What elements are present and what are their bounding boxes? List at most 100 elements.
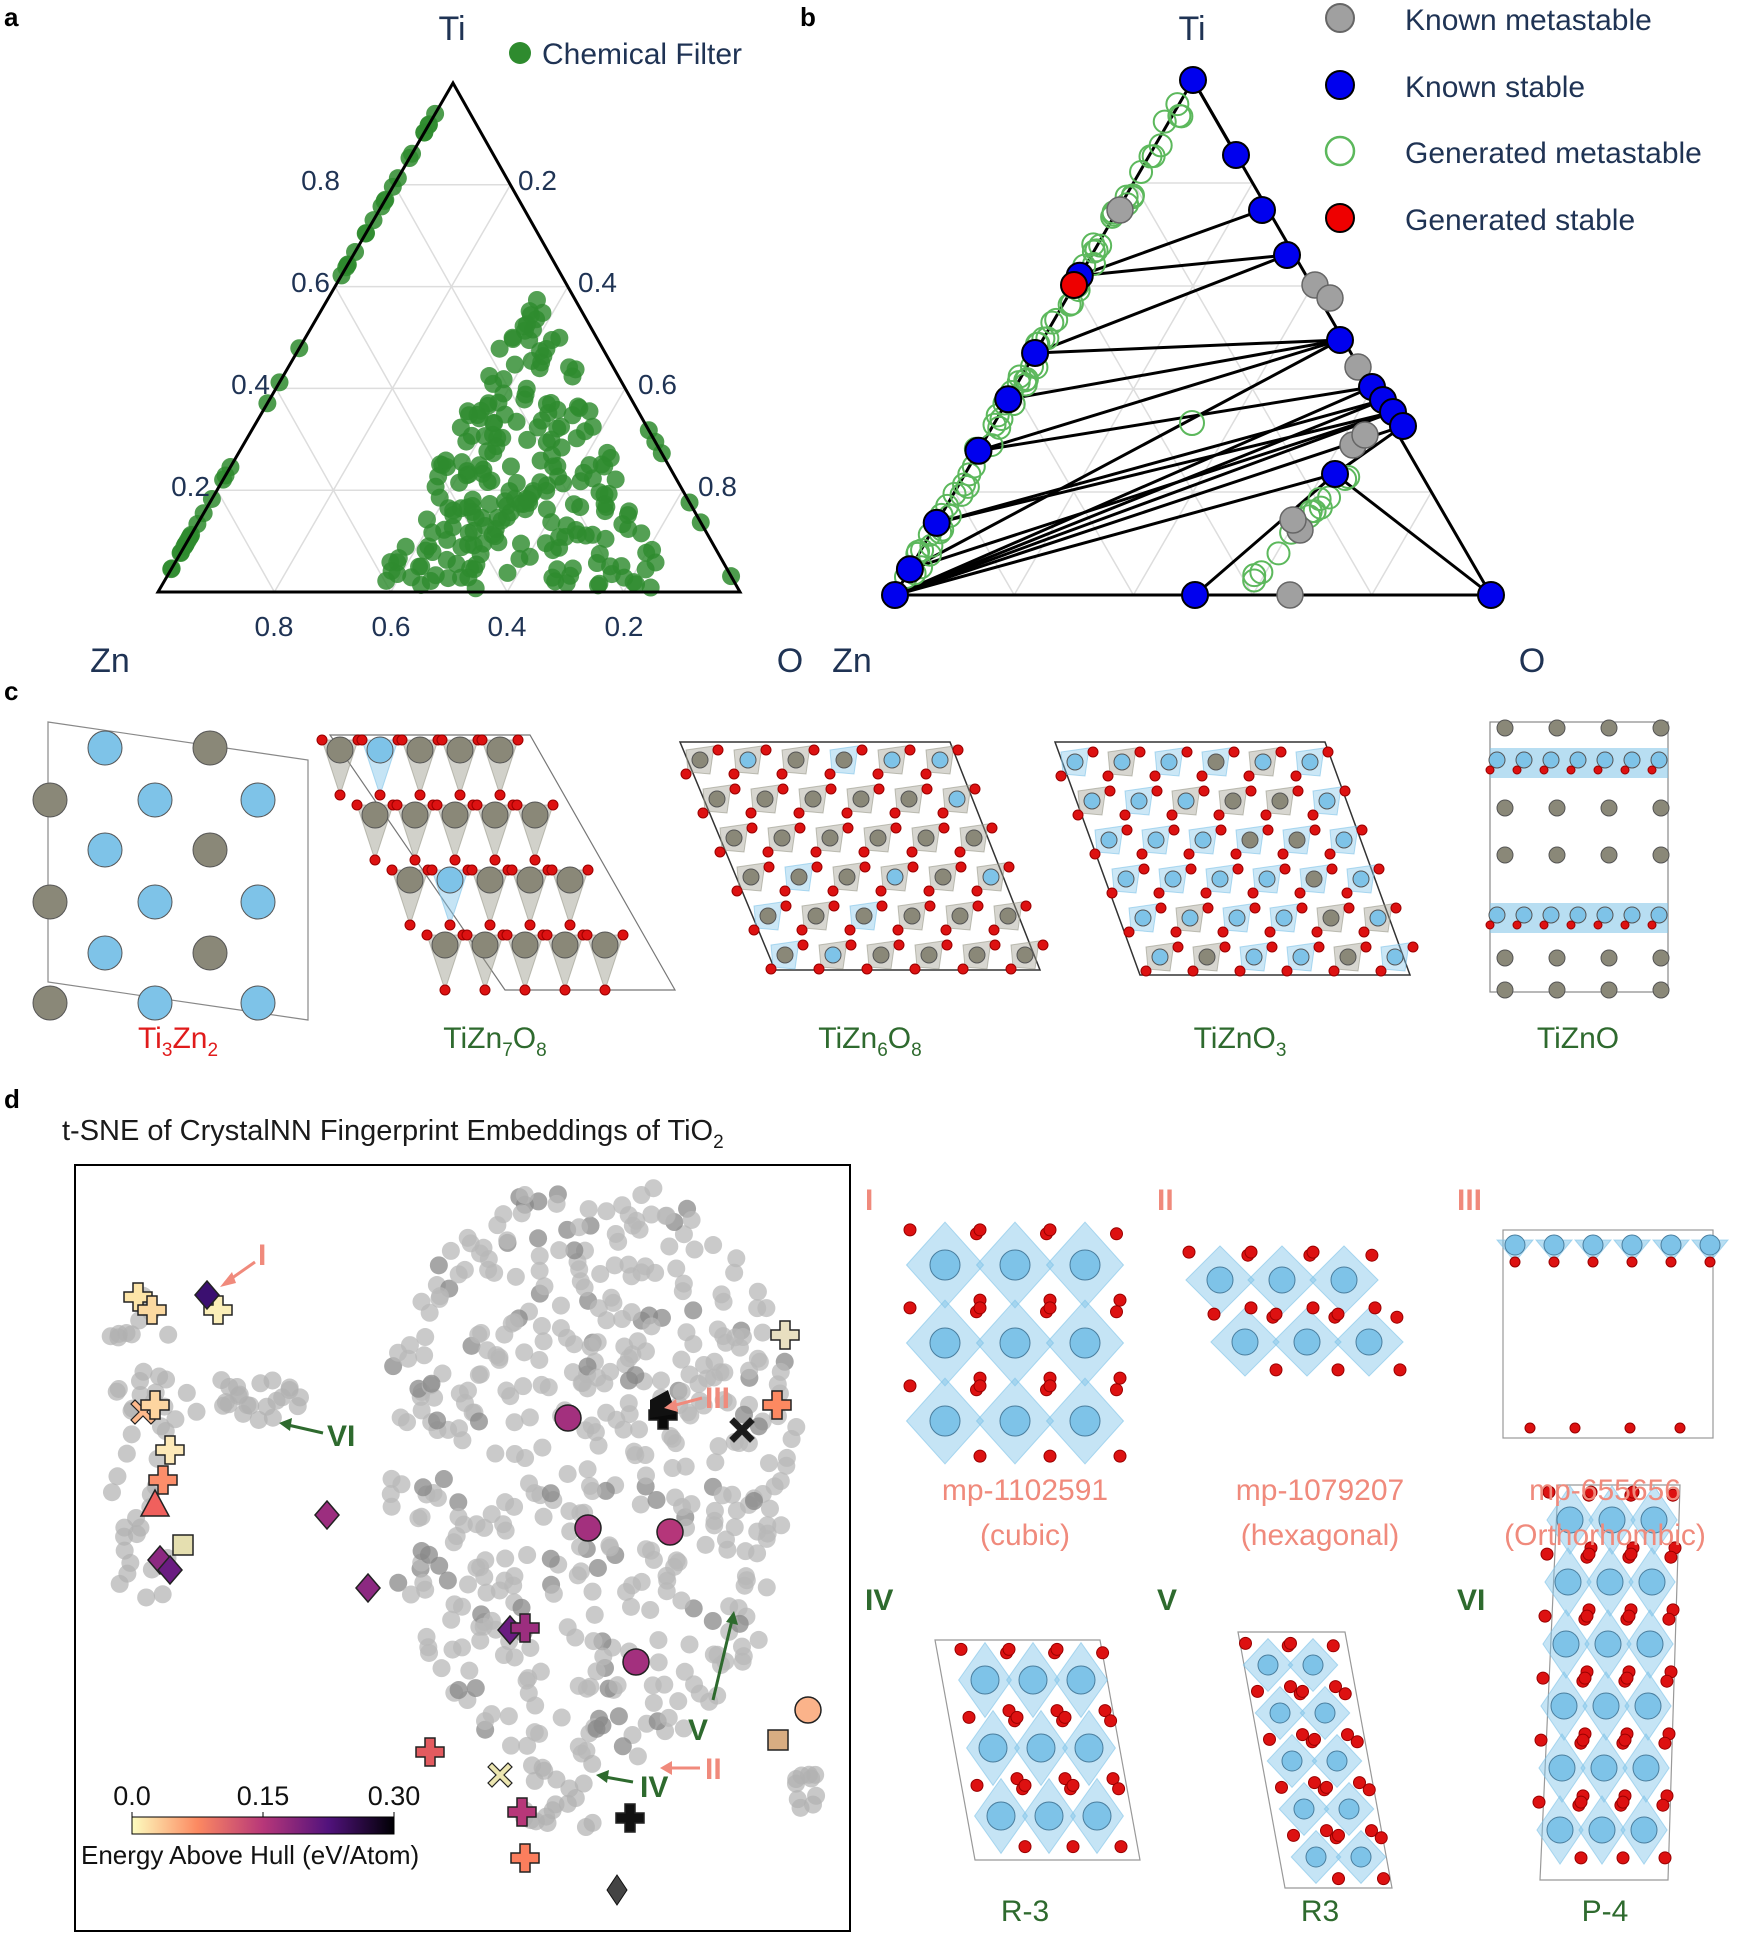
grey-point xyxy=(681,1406,700,1425)
atom xyxy=(1087,746,1099,758)
grey-point xyxy=(596,1481,615,1500)
atom xyxy=(938,822,950,834)
atom xyxy=(952,744,964,756)
atom xyxy=(1264,926,1276,938)
atom xyxy=(746,822,758,834)
atom xyxy=(1650,751,1668,769)
grey-point xyxy=(619,1394,638,1413)
atom xyxy=(934,868,952,886)
caption-p-4: P-4 xyxy=(1582,1895,1629,1928)
vertex-o-b: O xyxy=(1519,642,1545,680)
filter-point xyxy=(530,359,549,378)
atom xyxy=(1566,920,1576,930)
filter-point xyxy=(507,412,526,431)
structure-tizn6o8 xyxy=(678,741,1049,975)
atom xyxy=(1288,831,1306,849)
filter-point xyxy=(546,572,565,591)
atom xyxy=(1268,1266,1296,1294)
grey-point xyxy=(674,1274,693,1293)
atom xyxy=(426,864,438,876)
atom xyxy=(973,1301,987,1315)
known-stable xyxy=(1273,241,1301,269)
atom xyxy=(903,1223,917,1237)
atom xyxy=(1307,809,1319,821)
atom xyxy=(1257,1654,1279,1676)
filter-point xyxy=(514,317,533,336)
filter-point xyxy=(524,482,543,501)
atom xyxy=(1113,1371,1127,1385)
atom xyxy=(1301,753,1319,771)
ternary-frame-b xyxy=(892,77,1494,597)
atom xyxy=(1539,765,1549,775)
grey-point xyxy=(382,1497,401,1516)
marker-plus xyxy=(415,1737,445,1767)
tick-right-0.2: 0.2 xyxy=(518,165,557,196)
generated-metastable xyxy=(955,474,980,499)
grey-point xyxy=(499,1707,518,1726)
grey-point xyxy=(594,1647,613,1666)
grey-point xyxy=(187,1402,206,1421)
atom xyxy=(1113,1449,1127,1463)
grey-point xyxy=(495,1571,514,1590)
grey-point xyxy=(573,1373,592,1392)
marker-circle xyxy=(622,1648,650,1676)
grid-line xyxy=(1371,491,1433,596)
atom xyxy=(1339,948,1357,966)
filter-point xyxy=(437,550,456,569)
grey-point xyxy=(466,1679,485,1698)
atom xyxy=(931,751,949,769)
tie-line xyxy=(978,338,1341,453)
filter-point xyxy=(388,565,407,584)
atom xyxy=(1598,1506,1626,1534)
atom xyxy=(1293,1798,1315,1820)
label-ti3zn2: Ti3Zn2 xyxy=(138,1022,218,1061)
atom xyxy=(1620,920,1630,930)
tick-left-0.8: 0.8 xyxy=(301,165,340,196)
atom xyxy=(1578,1671,1592,1685)
annotation-v: V xyxy=(688,1714,708,1747)
atom xyxy=(1275,1780,1288,1794)
grey-point xyxy=(469,1412,488,1431)
grey-point xyxy=(589,1436,608,1455)
grey-point xyxy=(667,1259,686,1278)
tick-bottom-0.8: 0.8 xyxy=(255,611,294,642)
grey-point xyxy=(419,1638,438,1657)
atom xyxy=(1269,1363,1283,1377)
atom xyxy=(240,884,276,920)
atom xyxy=(1281,965,1293,977)
grey-point xyxy=(676,1457,695,1476)
grey-point xyxy=(110,1574,129,1593)
atom xyxy=(479,984,491,996)
grey-point xyxy=(614,1420,633,1439)
atom xyxy=(1018,1778,1032,1792)
marker-plus xyxy=(762,1390,792,1420)
known-stable xyxy=(1326,326,1354,354)
grey-point xyxy=(575,1278,594,1297)
atom xyxy=(1020,900,1032,912)
atom xyxy=(1650,906,1668,924)
grey-point xyxy=(428,1411,447,1430)
caption-hexagonal: (hexagonal) xyxy=(1241,1519,1399,1552)
atom xyxy=(1390,902,1402,914)
grey-point xyxy=(469,1365,488,1384)
atom xyxy=(87,730,123,766)
marker-diamond xyxy=(355,1572,381,1604)
atom xyxy=(1504,1234,1526,1256)
structure-ii xyxy=(1182,1245,1407,1377)
vertex-zn-a: Zn xyxy=(90,642,130,680)
grey-point xyxy=(157,1370,176,1389)
atom xyxy=(1634,1692,1662,1720)
atom xyxy=(937,807,949,819)
atom xyxy=(1328,965,1340,977)
grey-point xyxy=(579,1200,598,1219)
atom xyxy=(1548,949,1566,967)
atom xyxy=(1010,1710,1024,1724)
atom xyxy=(1534,1733,1548,1747)
grey-point xyxy=(459,1575,478,1594)
grey-point xyxy=(251,1374,270,1393)
filter-point xyxy=(564,495,583,514)
annotation-vi: VI xyxy=(327,1420,355,1453)
atom xyxy=(872,768,884,780)
grey-point xyxy=(486,1620,505,1639)
atom xyxy=(1043,1301,1057,1315)
